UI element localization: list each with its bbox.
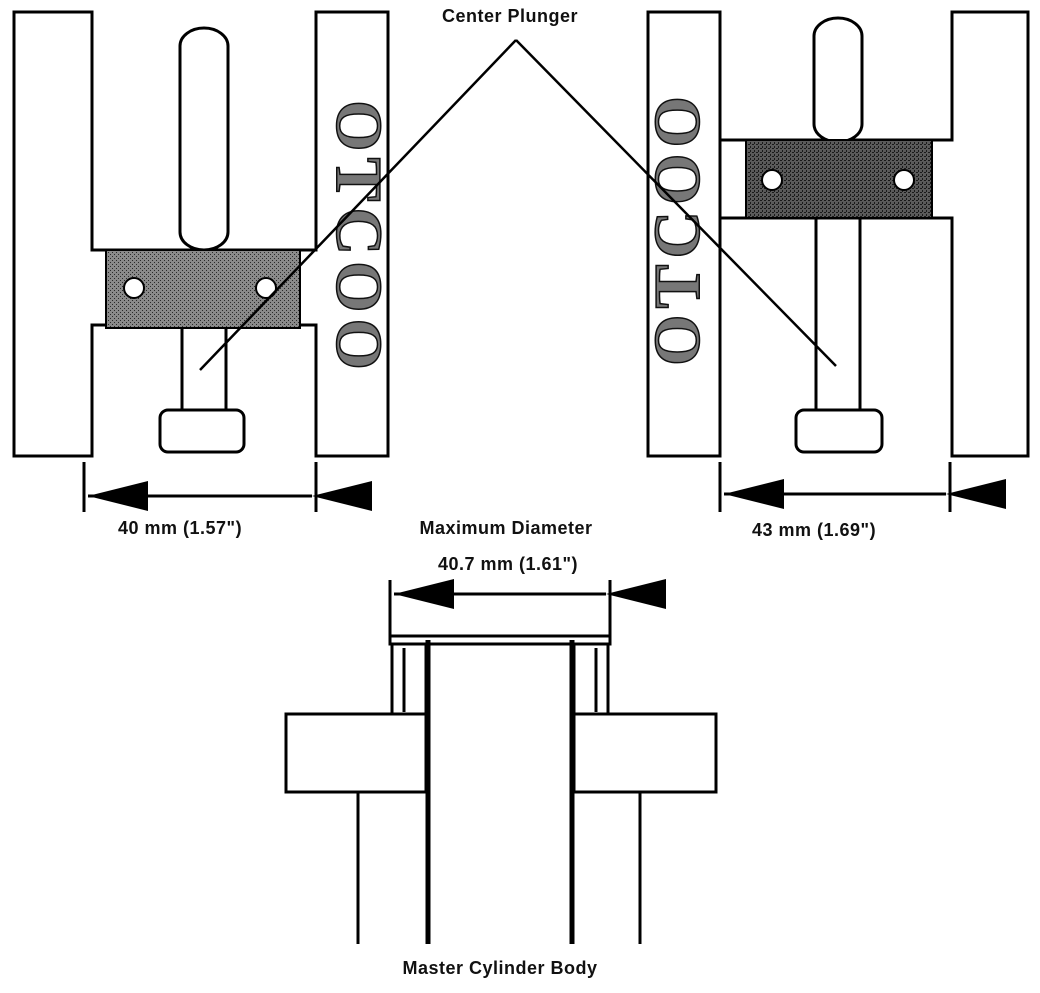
- cyl-neck-left: [390, 642, 428, 716]
- label-left-measure: 40 mm (1.57"): [118, 518, 243, 538]
- right-plunger-lower: [814, 216, 862, 416]
- left-block-hole-2: [255, 277, 277, 299]
- right-gauge-body: [718, 10, 1030, 458]
- right-plunger-foot: [794, 408, 884, 454]
- leader-left: [199, 39, 517, 371]
- label-max-diameter-title: Maximum Diameter: [419, 518, 593, 538]
- right-block-hole-2: [893, 169, 915, 191]
- left-gauge: [12, 10, 390, 458]
- left-vertical-text: OTCOO: [322, 100, 395, 376]
- right-dimension: [718, 462, 1006, 512]
- left-block-hole-1: [123, 277, 145, 299]
- label-right-measure: 43 mm (1.69"): [752, 520, 877, 540]
- left-dimension: [82, 462, 372, 512]
- right-plunger-upper: [812, 16, 864, 144]
- label-center-plunger: Center Plunger: [441, 6, 579, 26]
- leader-right: [515, 39, 837, 367]
- cyl-top-lip: [388, 634, 612, 646]
- center-plunger-leaders: [199, 39, 837, 371]
- right-gauge-frame: [646, 10, 722, 458]
- left-plunger-foot: [158, 408, 246, 454]
- left-plunger-upper: [178, 26, 230, 252]
- label-max-diameter-value: 40.7 mm (1.61"): [437, 554, 579, 574]
- right-vertical-text: OTCOO: [641, 90, 714, 366]
- label-master-cylinder-body: Master Cylinder Body: [402, 958, 598, 978]
- cyl-flange-left: [284, 712, 428, 794]
- master-cylinder: [284, 579, 718, 944]
- right-gauge: [646, 10, 1030, 458]
- right-block-hole-1: [761, 169, 783, 191]
- cyl-flange-right: [572, 712, 718, 794]
- left-plunger-lower: [180, 323, 228, 415]
- cyl-neck-right: [572, 642, 610, 716]
